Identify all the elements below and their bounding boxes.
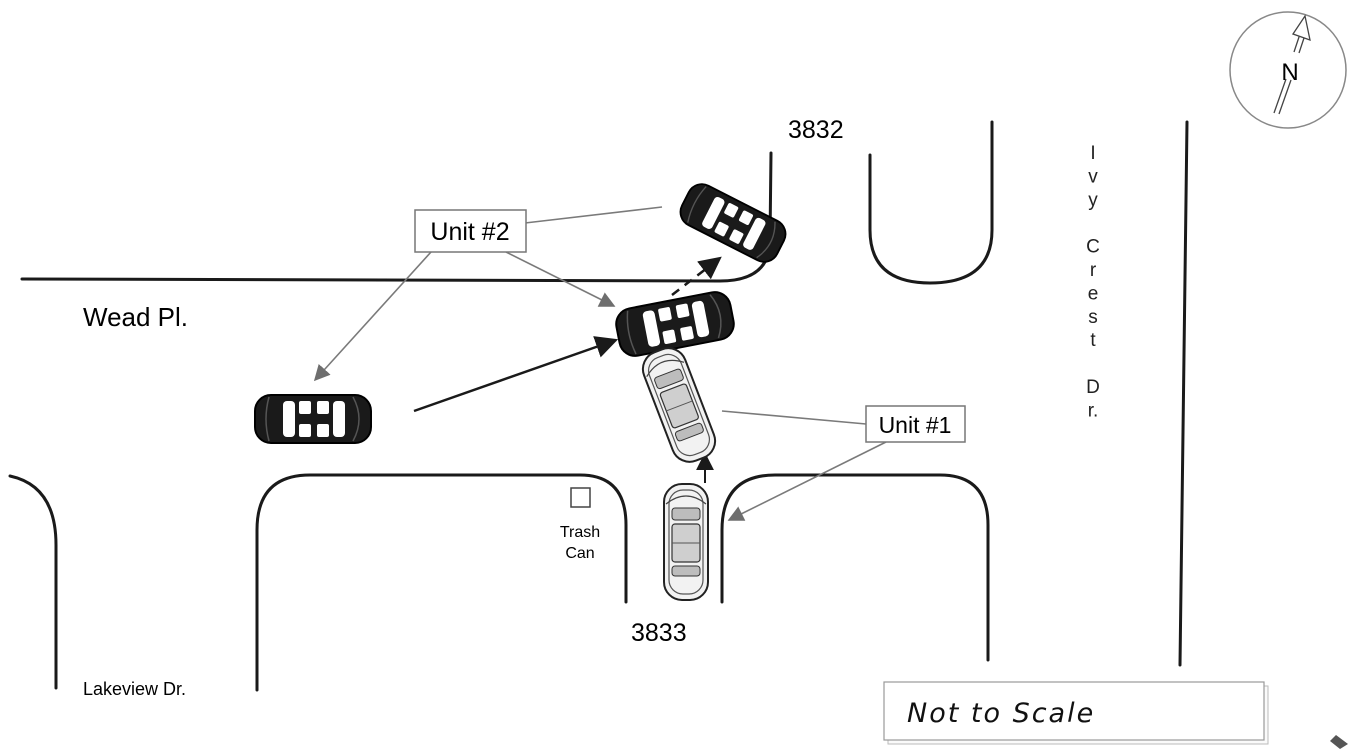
- ivy-crest-letter: s: [1088, 307, 1098, 328]
- compass-north-letter: N: [1281, 59, 1298, 86]
- ivy-crest-letter: e: [1088, 283, 1099, 304]
- ivy-crest-letter: D: [1086, 377, 1100, 398]
- ivy-crest-west-edge: [868, 120, 994, 285]
- ivy-crest-letter: v: [1088, 166, 1098, 187]
- north-compass-icon: N: [1229, 11, 1347, 129]
- ivy-crest-letter: I: [1090, 143, 1095, 164]
- unit2-post-impact-arrow: [671, 256, 722, 296]
- ivy-crest-letter: C: [1086, 237, 1100, 258]
- unit1-car-impact: [636, 341, 722, 469]
- unit1-car-start: [663, 483, 709, 601]
- wead-south-edge-east: [720, 473, 990, 662]
- not-to-scale-sign: Not to Scale: [883, 681, 1269, 745]
- trash-label-line2: Can: [565, 545, 594, 562]
- wead-north-edge: [20, 151, 773, 283]
- unit2-label-box: [414, 209, 527, 253]
- not-to-scale-text: Not to Scale: [907, 698, 1095, 729]
- unit2-leader-start: [313, 251, 432, 382]
- street-label-wead: Wead Pl.: [83, 302, 188, 332]
- ivy-crest-letter: t: [1090, 330, 1096, 351]
- wead-south-edge-west: [255, 473, 628, 692]
- road-edges: [8, 120, 1189, 692]
- trash-label-line1: Trash: [560, 524, 600, 541]
- unit2-path-arrow: [413, 336, 619, 413]
- pushpin-icon: [1330, 735, 1348, 749]
- unit2-label: Unit #2: [430, 218, 509, 246]
- unit1-leader-start: [727, 441, 887, 521]
- unit1-label-box: [865, 405, 966, 443]
- ivy-crest-letter: y: [1088, 190, 1098, 211]
- trash-can-icon: [570, 487, 591, 508]
- unit1-label: Unit #1: [879, 412, 952, 438]
- address-3833: 3833: [631, 619, 687, 647]
- unit1-leader-impact: [721, 410, 867, 425]
- unit2-leader-impact: [505, 251, 616, 307]
- address-3832: 3832: [788, 116, 844, 144]
- ivy-crest-letter: r: [1090, 260, 1097, 281]
- unit2-car-start: [254, 394, 372, 444]
- lakeview-west-curb: [8, 474, 58, 690]
- unit2-car-impact: [612, 288, 738, 360]
- street-label-lakeview: Lakeview Dr.: [83, 679, 186, 699]
- unit2-leader-final: [524, 206, 663, 224]
- unit2-car-final: [674, 178, 792, 268]
- ivy-crest-letter: r.: [1088, 400, 1099, 421]
- ivy-crest-east-edge: [1178, 120, 1189, 667]
